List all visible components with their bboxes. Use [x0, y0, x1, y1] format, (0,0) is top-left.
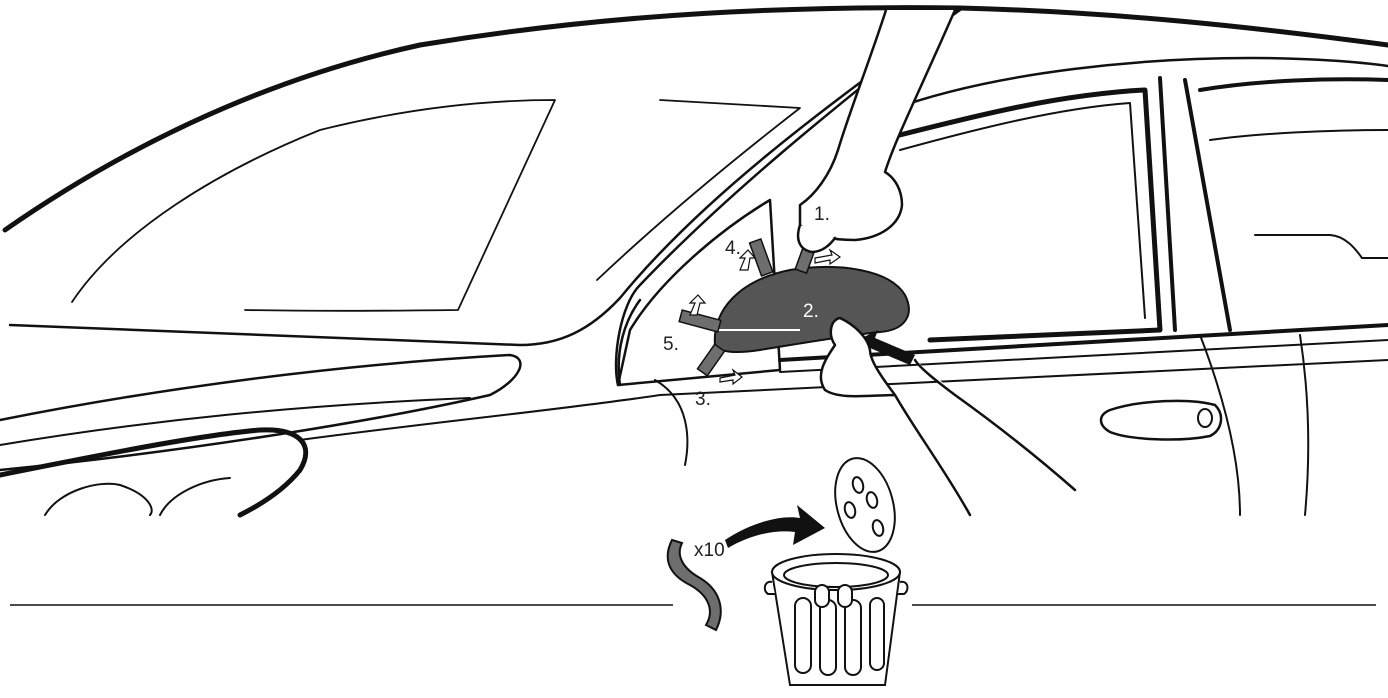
disposal-section: x10 — [10, 451, 1376, 685]
peel-arrow-3 — [720, 370, 742, 384]
trash-bin-icon — [765, 451, 908, 685]
rear-interior-seat — [1255, 235, 1388, 258]
headlight-inner-2 — [160, 478, 230, 515]
dispose-arrow — [725, 505, 825, 548]
step-2-label: 2. — [803, 301, 819, 322]
b-pillar-2 — [1185, 80, 1230, 330]
side-mirror — [679, 239, 915, 384]
front-door-window — [880, 90, 1160, 340]
adhesive-strip-3 — [697, 344, 724, 375]
adhesive-strip-5 — [679, 310, 721, 332]
door-lock — [1198, 409, 1212, 427]
rear-door-window-inner — [1210, 130, 1388, 140]
car-illustration — [0, 8, 1388, 515]
hood-line-2 — [0, 398, 470, 445]
b-pillar — [1160, 78, 1175, 330]
rear-door-window — [1200, 79, 1388, 90]
car-roof-line — [5, 8, 1388, 230]
windshield-reflection — [72, 100, 555, 311]
trash-lid — [826, 451, 905, 558]
peel-arrow-5 — [690, 295, 705, 315]
step-5-label: 5. — [663, 334, 679, 355]
headlight — [0, 430, 306, 515]
body-side-line — [660, 360, 1388, 395]
wheel-arch — [655, 380, 687, 465]
front-door-window-inner — [900, 103, 1145, 318]
rear-door-edge — [1300, 335, 1308, 515]
hands — [798, 10, 1075, 515]
step-3-label: 3. — [695, 389, 711, 410]
car-roof-inner-line — [890, 58, 1388, 110]
door-handle — [1101, 401, 1221, 440]
quantity-label: x10 — [694, 540, 725, 561]
headlight-inner — [45, 484, 152, 515]
step-1-label: 1. — [814, 204, 830, 225]
fender-line — [300, 395, 660, 440]
step-4-label: 4. — [725, 238, 741, 259]
